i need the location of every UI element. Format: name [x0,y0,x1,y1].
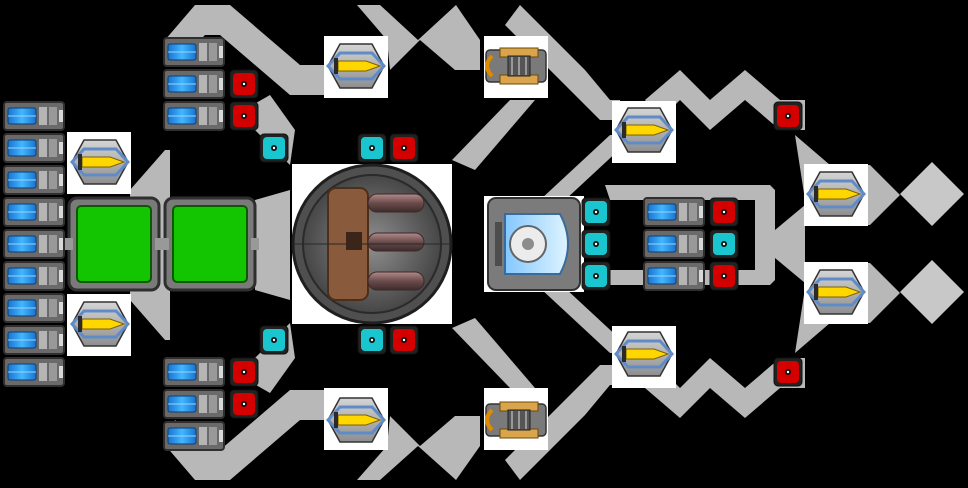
upper-battery-2 [163,69,225,99]
missile-pod-1 [69,139,131,185]
turret-group [291,163,453,325]
corridor-bottom-right [505,365,620,480]
node-11 [581,197,611,227]
battery-array [3,37,705,451]
core-array [65,196,259,292]
corridor-inner-lower-right [452,318,535,388]
green-core-1 [65,196,163,292]
node-1 [229,69,259,99]
corridor-left-mid [255,190,290,300]
left-battery-1 [3,101,65,131]
corridor-bottom-mid [357,416,480,480]
node-12 [581,229,611,259]
right-battery-1 [643,197,705,227]
corridor-top-mid [357,5,480,70]
node-16 [709,261,739,291]
left-battery-5 [3,229,65,259]
lower-battery-2 [163,389,225,419]
node-5 [389,133,419,163]
corridor-top-left [165,5,325,95]
left-battery-4 [3,197,65,227]
left-battery-8 [3,325,65,355]
diamond-pod-bottom [900,260,964,324]
corridor-lower-zigzag [645,358,805,418]
node-17 [773,101,803,131]
lower-battery-3 [163,421,225,451]
corridor-inner-upper-right [452,100,535,170]
node-array [229,69,803,419]
upper-battery-1 [163,37,225,67]
missile-pod-8 [805,269,867,315]
missile-pod-2 [69,301,131,347]
right-battery-2 [643,229,705,259]
missile-pod-4 [325,397,387,443]
gear-pod-top [485,47,547,85]
left-battery-3 [3,165,65,195]
node-6 [229,357,259,387]
pod-array [69,43,867,443]
node-8 [259,325,289,355]
missile-pod-3 [325,43,387,89]
node-9 [357,325,387,355]
corridor-far-right-link [775,205,805,283]
diamond-pod-top [900,162,964,226]
corridor-upper-zigzag [645,70,805,130]
node-18 [773,357,803,387]
node-15 [709,229,739,259]
shield-group [487,197,581,291]
node-3 [259,133,289,163]
node-7 [229,389,259,419]
missile-pod-5 [613,107,675,153]
corridor-top-right [505,5,620,120]
left-battery-7 [3,293,65,323]
diamond-array [900,162,964,324]
corridor-bottom-left [165,390,325,480]
node-13 [581,261,611,291]
gear-pod-bottom [485,401,547,439]
left-battery-2 [3,133,65,163]
node-10 [389,325,419,355]
left-battery-6 [3,261,65,291]
green-core-2 [161,196,259,292]
node-4 [357,133,387,163]
lower-battery-1 [163,357,225,387]
corridor-diagonal-upper [540,135,635,200]
missile-pod-7 [805,171,867,217]
right-battery-3 [643,261,705,291]
node-2 [229,101,259,131]
left-battery-9 [3,357,65,387]
upper-battery-3 [163,101,225,131]
node-14 [709,197,739,227]
missile-pod-6 [613,331,675,377]
corridor-right-cluster [605,185,775,285]
corridor-diagonal-lower [540,288,635,353]
